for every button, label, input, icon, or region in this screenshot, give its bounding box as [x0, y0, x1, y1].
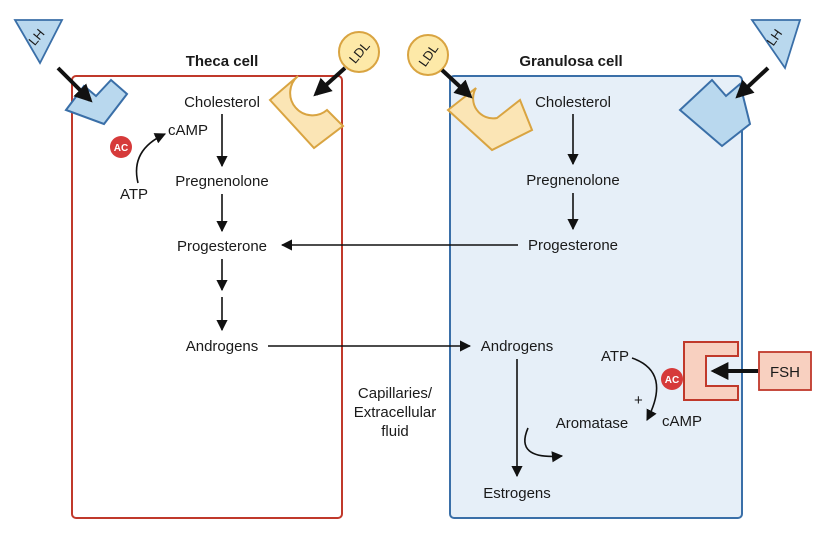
- granulosa-ldl-circle: [407, 34, 449, 76]
- theca-lh-triangle: [13, 19, 64, 65]
- granulosa-atp: ATP: [601, 348, 629, 365]
- theca-ldl-receptor: [268, 75, 345, 150]
- granulosa-camp: cAMP: [662, 413, 702, 430]
- theca-camp: cAMP: [168, 122, 208, 139]
- capillaries-label-line3: fluid: [381, 423, 409, 440]
- granulosa-ldl-arrow: [440, 68, 473, 99]
- granulosa-pregnenolone: Pregnenolone: [526, 172, 619, 189]
- aromatase-arc: [524, 427, 564, 463]
- theca-lh-arrow: [56, 66, 93, 103]
- granulosa-aromatase: Aromatase: [556, 415, 629, 432]
- capillaries-label-line1: Capillaries/: [358, 385, 433, 402]
- fsh-receptor: [683, 341, 739, 401]
- granulosa-androgens: Androgens: [481, 338, 554, 355]
- granulosa-estrogens: Estrogens: [483, 485, 551, 502]
- theca-title: Theca cell: [186, 53, 259, 70]
- capillaries-label-line2: Extracellular: [354, 404, 437, 421]
- theca-ac-badge: [110, 136, 132, 158]
- theca-atp: ATP: [120, 186, 148, 203]
- theca-atp-camp-arrow: [135, 133, 167, 184]
- granulosa-ac-label: AC: [665, 375, 679, 386]
- theca-ldl-arrow: [313, 66, 347, 97]
- granulosa-plus: +: [634, 392, 643, 409]
- theca-cell-box: [71, 75, 343, 519]
- granulosa-cholesterol: Cholesterol: [535, 94, 611, 111]
- granulosa-cell-box: [449, 75, 743, 519]
- theca-pregnenolone: Pregnenolone: [175, 173, 268, 190]
- granulosa-ldl-receptor: [446, 87, 534, 152]
- granulosa-lh-arrow: [735, 66, 770, 99]
- granulosa-lh-triangle: [750, 19, 802, 71]
- fsh-label: FSH: [770, 364, 800, 381]
- theca-ldl-circle: [338, 31, 380, 73]
- theca-ac-label: AC: [114, 143, 128, 154]
- theca-androgens: Androgens: [186, 338, 259, 355]
- theca-progesterone: Progesterone: [177, 238, 267, 255]
- granulosa-atp-camp-arrow: [631, 357, 658, 421]
- theca-cholesterol: Cholesterol: [184, 94, 260, 111]
- fsh-box: [758, 351, 812, 391]
- granulosa-progesterone: Progesterone: [528, 237, 618, 254]
- granulosa-title: Granulosa cell: [519, 53, 622, 70]
- granulosa-ac-badge: [661, 368, 683, 390]
